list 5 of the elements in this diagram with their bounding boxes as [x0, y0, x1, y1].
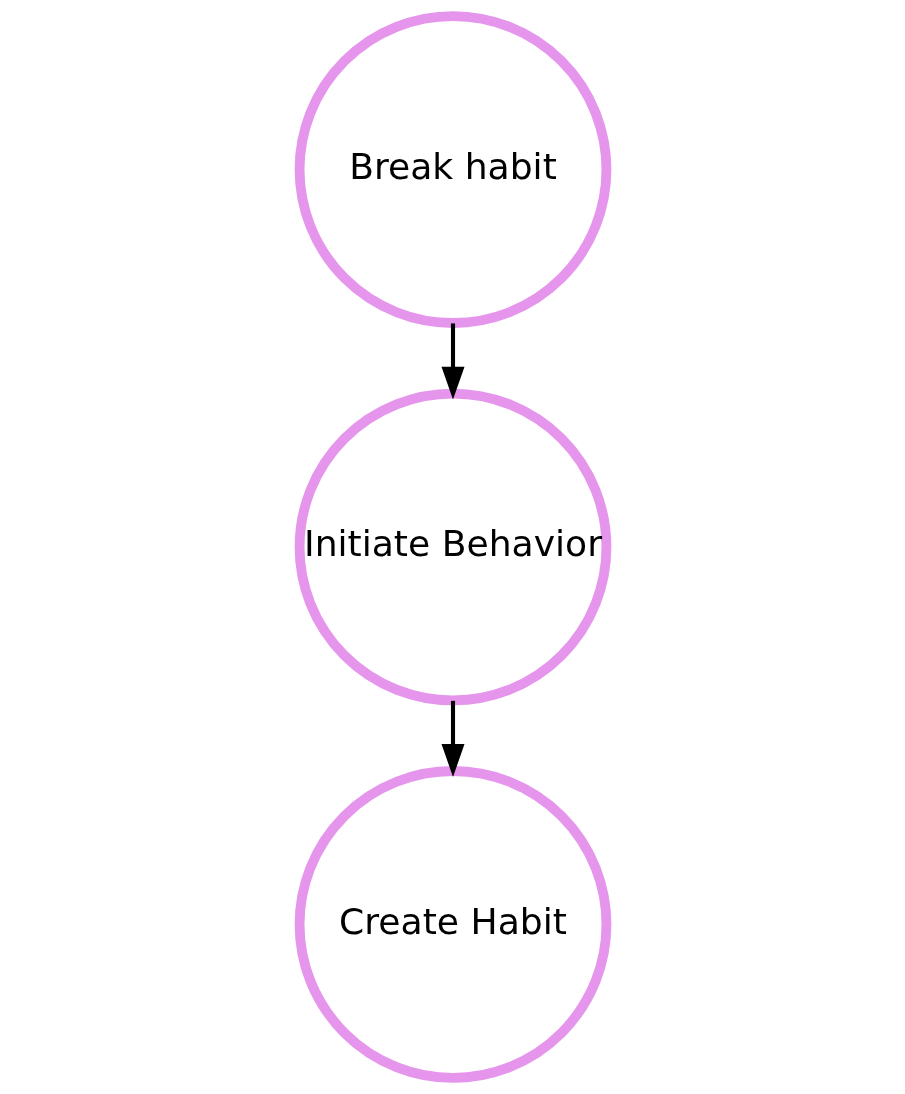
arrow [441, 700, 464, 777]
node-circle: Initiate Behavior [294, 388, 611, 706]
node-circle: Break habit [294, 11, 611, 328]
node-circle: Create Habit [294, 766, 611, 1083]
arrow [441, 323, 464, 400]
